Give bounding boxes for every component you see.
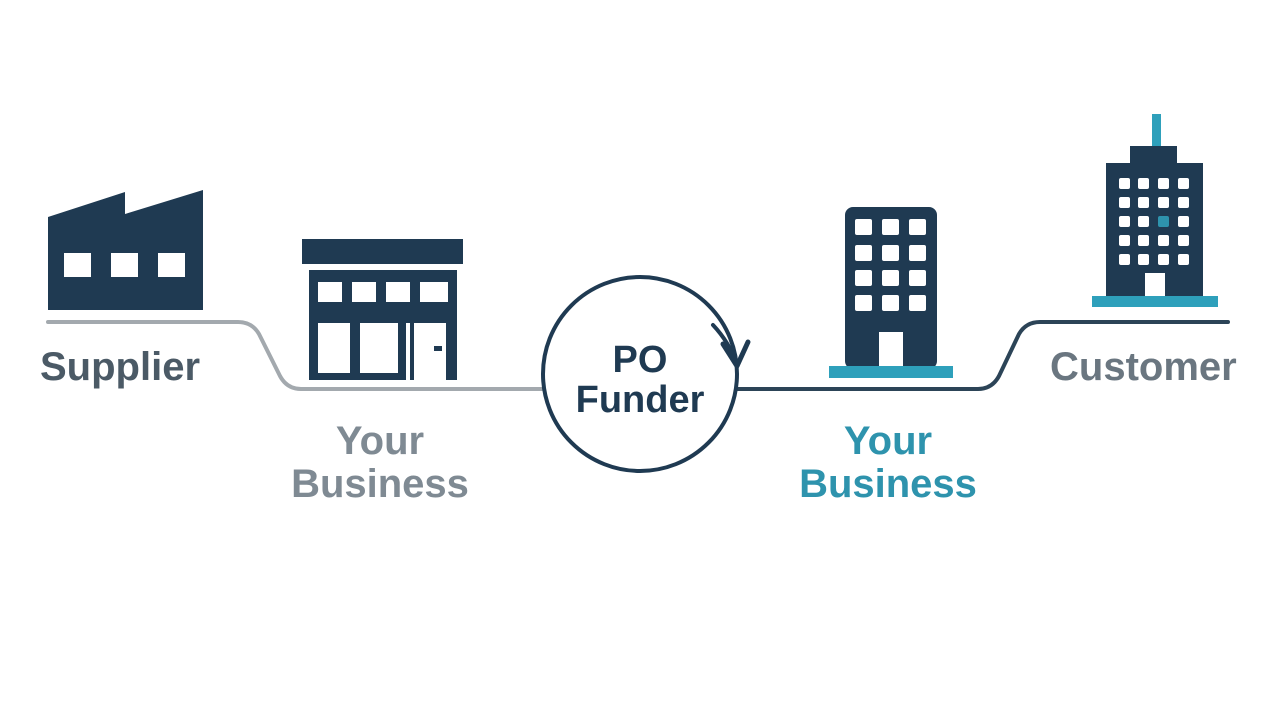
po-funder-line2: Funder [575,379,705,421]
office-building-icon [829,207,953,378]
your-business-left-line2: Business [291,462,469,506]
your-business-left-line1: Your [335,419,425,463]
factory-icon [48,190,203,310]
your-business-right-line2: Business [799,462,977,506]
po-funder-line1: PO [612,339,668,381]
your-business-left-label: Your Business [270,420,490,506]
storefront-icon [302,239,463,380]
flow-line-right [735,320,1230,391]
po-funder-label: PO Funder [552,340,728,420]
flow-line-left [46,320,545,391]
customer-label: Customer [1050,345,1237,389]
circular-arrow-icon [541,275,751,473]
supplier-label: Supplier [40,345,201,389]
skyscraper-icon [1092,114,1218,307]
your-business-right-line1: Your [843,419,933,463]
your-business-right-label: Your Business [778,420,998,506]
